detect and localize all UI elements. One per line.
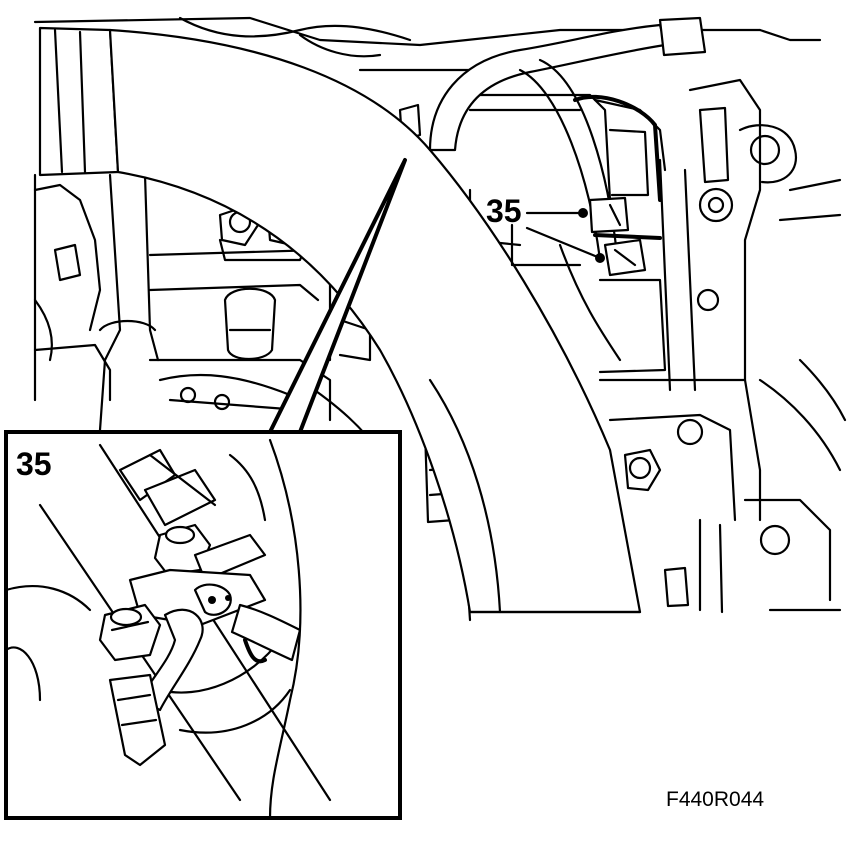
inset-label: 35 [16, 446, 52, 482]
intake-hose [38, 26, 642, 614]
callout-leaders [510, 208, 605, 267]
sensor-connector [558, 196, 667, 374]
detail-inset [4, 430, 402, 820]
figure-code: F440R044 [666, 788, 764, 811]
callout-label: 35 [486, 193, 522, 229]
vacuum-hose [428, 16, 707, 267]
